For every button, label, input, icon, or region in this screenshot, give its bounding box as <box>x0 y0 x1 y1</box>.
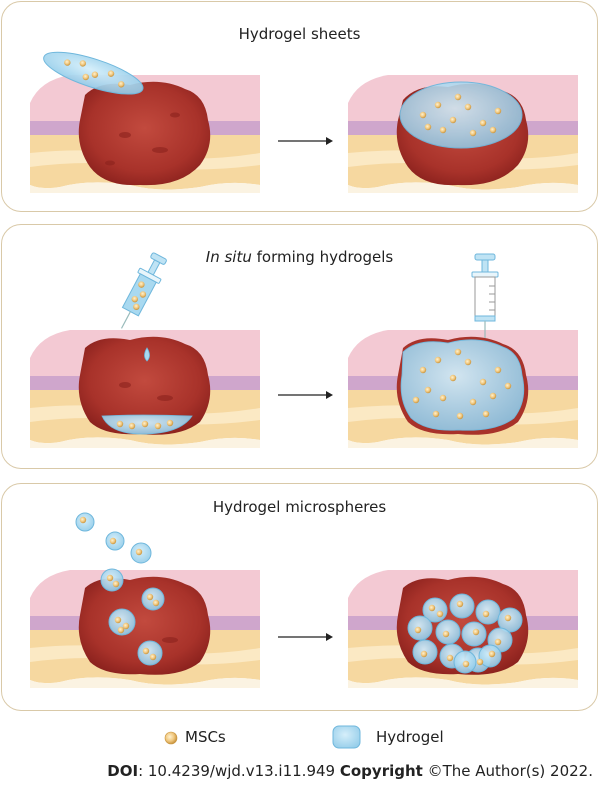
floating-microspheres <box>75 512 152 564</box>
panel-title-hydrogel-sheets: Hydrogel sheets <box>238 25 361 43</box>
panel-title-in-situ: In situ forming hydrogels <box>2 248 597 266</box>
legend-msc-icon <box>164 731 178 745</box>
panel-title-hydrogel-microspheres: Hydrogel microspheres <box>212 498 387 516</box>
legend-hydrogel-icon <box>332 725 361 749</box>
legend-hydrogel-label: Hydrogel <box>376 728 444 746</box>
copyright-value: ©The Author(s) 2022. <box>422 762 593 780</box>
panel-title-in-situ-em: In situ <box>205 248 252 266</box>
legend-mscs-label: MSCs <box>185 728 226 746</box>
arrow-3 <box>278 633 333 641</box>
packed-microspheres <box>407 593 523 674</box>
arrow-2 <box>278 391 333 399</box>
doi-key: DOI <box>107 762 139 780</box>
arrow-1 <box>278 137 333 145</box>
panel-title-in-situ-rest: forming hydrogels <box>251 248 394 266</box>
copyright-key: Copyright <box>339 762 423 780</box>
doi-citation: DOI: 10.4239/wjd.v13.i11.949 Copyright ©… <box>107 762 593 780</box>
doi-value: : 10.4239/wjd.v13.i11.949 <box>138 762 340 780</box>
